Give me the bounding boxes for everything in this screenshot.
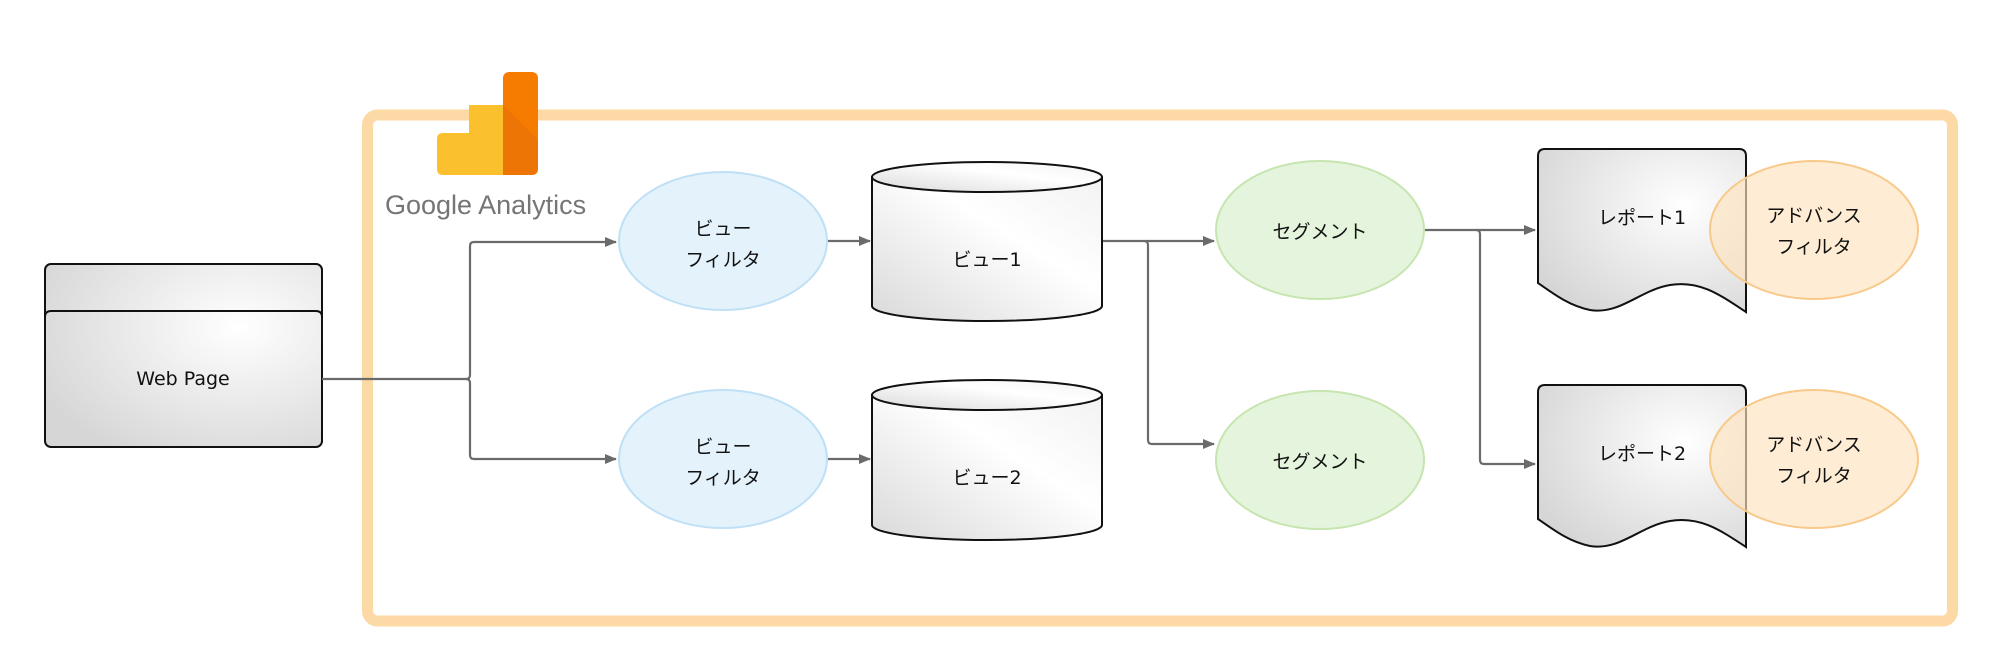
advanced-filter-1-label-line1: アドバンス — [1766, 205, 1862, 227]
view-1-database-node[interactable]: ビュー1 — [871, 161, 1103, 322]
view-1-label: ビュー1 — [952, 249, 1021, 271]
advanced-filter-2-label-line1: アドバンス — [1766, 434, 1862, 456]
analytics-container — [362, 109, 1958, 627]
view-2-database-node[interactable]: ビュー2 — [871, 379, 1103, 541]
view-filter-2-label-line2: フィルタ — [685, 467, 761, 489]
report-2-document-node[interactable]: レポート2 — [1537, 384, 1747, 549]
edge-webpage-to-viewfilter2 — [465, 377, 617, 464]
view-filter-1-node[interactable]: ビュー フィルタ — [618, 171, 828, 311]
view-filter-2-label-line1: ビュー — [694, 436, 751, 458]
edge-view1-to-segment2 — [1143, 239, 1215, 449]
advanced-filter-1-node[interactable]: アドバンス フィルタ — [1709, 160, 1919, 300]
segment-1-label: セグメント — [1272, 221, 1367, 243]
edge-segment1-to-report2 — [1475, 228, 1536, 469]
segment-2-node[interactable]: セグメント — [1215, 390, 1425, 530]
connectors — [322, 225, 1536, 469]
web-page-node[interactable]: Web Page — [44, 263, 323, 448]
advanced-filter-2-node[interactable]: アドバンス フィルタ — [1709, 389, 1919, 529]
segment-1-node[interactable]: セグメント — [1215, 160, 1425, 300]
advanced-filter-2-label-line2: フィルタ — [1776, 465, 1852, 487]
view-filter-2-node[interactable]: ビュー フィルタ — [618, 389, 828, 529]
report-1-document-node[interactable]: レポート1 — [1537, 148, 1747, 314]
report-1-label: レポート1 — [1598, 207, 1686, 229]
view-2-label: ビュー2 — [952, 467, 1021, 489]
google-analytics-logo-icon — [437, 72, 538, 175]
view-filter-1-label-line1: ビュー — [694, 218, 751, 240]
view-filter-1-label-line2: フィルタ — [685, 249, 761, 271]
advanced-filter-1-label-line2: フィルタ — [1776, 236, 1852, 258]
report-2-label: レポート2 — [1598, 443, 1686, 465]
web-page-label: Web Page — [136, 368, 229, 390]
segment-2-label: セグメント — [1272, 451, 1367, 473]
google-analytics-wordmark: Google Analytics — [385, 190, 586, 220]
